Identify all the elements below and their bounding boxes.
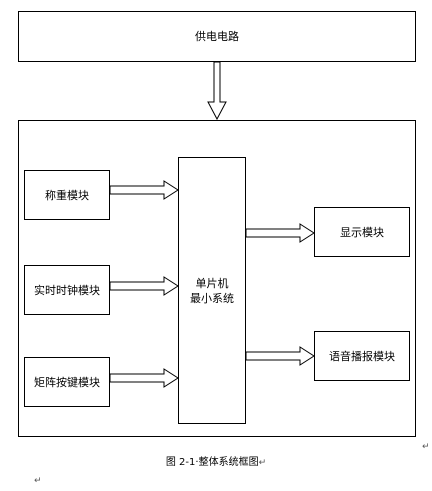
arrow-weighing-to-mcu [109, 180, 179, 200]
arrow-mcu-to-voice [245, 346, 315, 366]
paragraph-mark-right: ↵ [422, 442, 430, 452]
figure-caption: 图 2-1·整体系统框图↵ [0, 456, 432, 470]
arrow-keypad-to-mcu [109, 368, 179, 388]
mcu-block: 单片机 最小系统 [178, 157, 246, 424]
display-module-block: 显示模块 [314, 207, 410, 257]
rtc-module-block: 实时时钟模块 [24, 265, 110, 315]
weighing-module-label: 称重模块 [45, 188, 89, 202]
display-module-label: 显示模块 [340, 225, 384, 239]
system-frame [18, 120, 416, 437]
rtc-module-label: 实时时钟模块 [34, 283, 100, 297]
voice-module-label: 语音播报模块 [329, 349, 395, 363]
power-supply-label: 供电电路 [195, 30, 239, 43]
power-supply-block: 供电电路 [18, 11, 416, 62]
paragraph-mark-left: ↵ [34, 476, 42, 486]
keypad-module-label: 矩阵按键模块 [34, 375, 100, 389]
paragraph-mark-caption: ↵ [258, 458, 267, 468]
mcu-label-line2: 最小系统 [190, 291, 234, 305]
arrow-rtc-to-mcu [109, 276, 179, 296]
weighing-module-block: 称重模块 [24, 170, 110, 220]
voice-module-block: 语音播报模块 [314, 331, 410, 381]
mcu-label-line1: 单片机 [195, 276, 229, 290]
figure-caption-text: 图 2-1·整体系统框图 [165, 457, 259, 468]
arrow-power-to-system [207, 61, 227, 121]
arrow-mcu-to-display [245, 223, 315, 243]
